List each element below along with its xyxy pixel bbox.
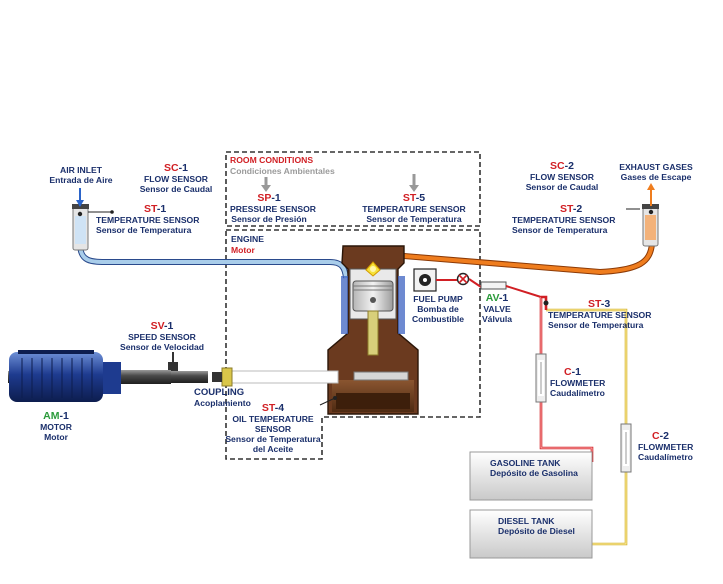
diesel-line — [546, 308, 628, 546]
flowmeter-c1-icon — [535, 353, 547, 403]
engine-box — [225, 229, 481, 460]
electric-motor-icon — [9, 350, 171, 402]
engine-block-icon — [327, 245, 419, 415]
fuel-filter-icon — [480, 281, 507, 290]
room-conditions-box — [225, 151, 481, 227]
st3-dot — [543, 300, 549, 306]
valve-icon — [456, 272, 470, 286]
speed-sensor-icon — [168, 352, 178, 371]
air-inlet-sensor — [72, 188, 89, 251]
room-conditions-title: ROOM CONDITIONS — [230, 155, 314, 165]
exhaust-sensor — [642, 183, 659, 247]
coupling-icon — [221, 367, 233, 387]
room-conditions-subtitle: Condiciones Ambientales — [230, 166, 335, 176]
diesel-tank-icon — [469, 509, 593, 559]
gasoline-tank-icon — [469, 451, 593, 501]
fuel-pump-icon — [413, 268, 437, 292]
flowmeter-c2-icon — [620, 423, 632, 473]
engine-shaft — [229, 370, 339, 384]
engine-title: ENGINE — [231, 234, 264, 244]
engine-subtitle: Motor — [231, 245, 255, 255]
